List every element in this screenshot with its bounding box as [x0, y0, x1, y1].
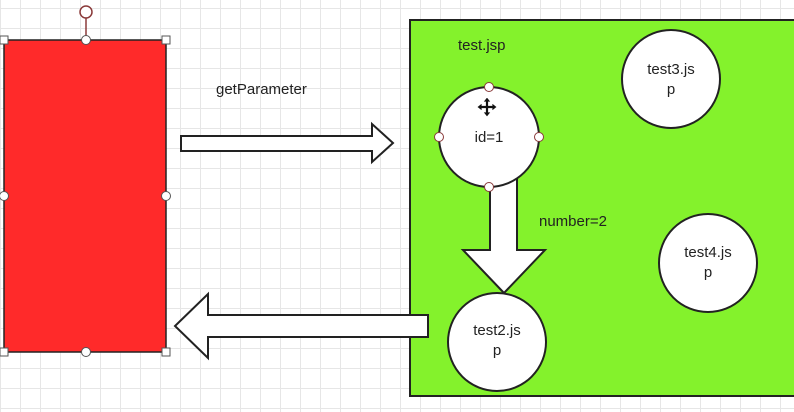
resize-handle-top[interactable] [81, 35, 91, 45]
test4-circle[interactable] [658, 213, 758, 313]
number-label: number=2 [539, 213, 607, 230]
get-parameter-label: getParameter [216, 81, 307, 98]
rotate-handle[interactable] [79, 5, 93, 19]
resize-handle-bottom[interactable] [81, 347, 91, 357]
down-arrow[interactable] [460, 166, 548, 295]
left-arrow[interactable] [173, 291, 429, 361]
test3-line2: p [666, 81, 676, 98]
resize-handle-bottom-left[interactable] [0, 347, 9, 357]
test4-line2: p [703, 264, 713, 281]
container-title: test.jsp [458, 37, 506, 54]
id-circle-handle-top[interactable] [484, 82, 494, 92]
test4-circle-text: test4.js p [668, 243, 748, 283]
test3-line1: test3.js [647, 61, 695, 78]
test3-circle[interactable] [621, 29, 721, 129]
resize-handle-top-right[interactable] [161, 35, 171, 45]
test2-line1: test2.js [473, 322, 521, 339]
test2-circle[interactable] [447, 292, 547, 392]
test3-circle-text: test3.js p [631, 60, 711, 100]
test4-line1: test4.js [684, 244, 732, 261]
id-circle-handle-right[interactable] [534, 132, 544, 142]
id-circle-line1: id=1 [474, 129, 504, 146]
id-circle-handle-left[interactable] [434, 132, 444, 142]
test2-circle-text: test2.js p [457, 321, 537, 361]
id-circle-text: id=1 [449, 128, 529, 148]
resize-handle-left[interactable] [0, 191, 9, 201]
test2-line2: p [492, 342, 502, 359]
id-circle-handle-bottom[interactable] [484, 182, 494, 192]
right-arrow[interactable] [180, 121, 395, 165]
move-cursor-icon [476, 96, 498, 118]
red-box[interactable] [3, 39, 167, 353]
resize-handle-right[interactable] [161, 191, 171, 201]
resize-handle-top-left[interactable] [0, 35, 9, 45]
resize-handle-bottom-right[interactable] [161, 347, 171, 357]
